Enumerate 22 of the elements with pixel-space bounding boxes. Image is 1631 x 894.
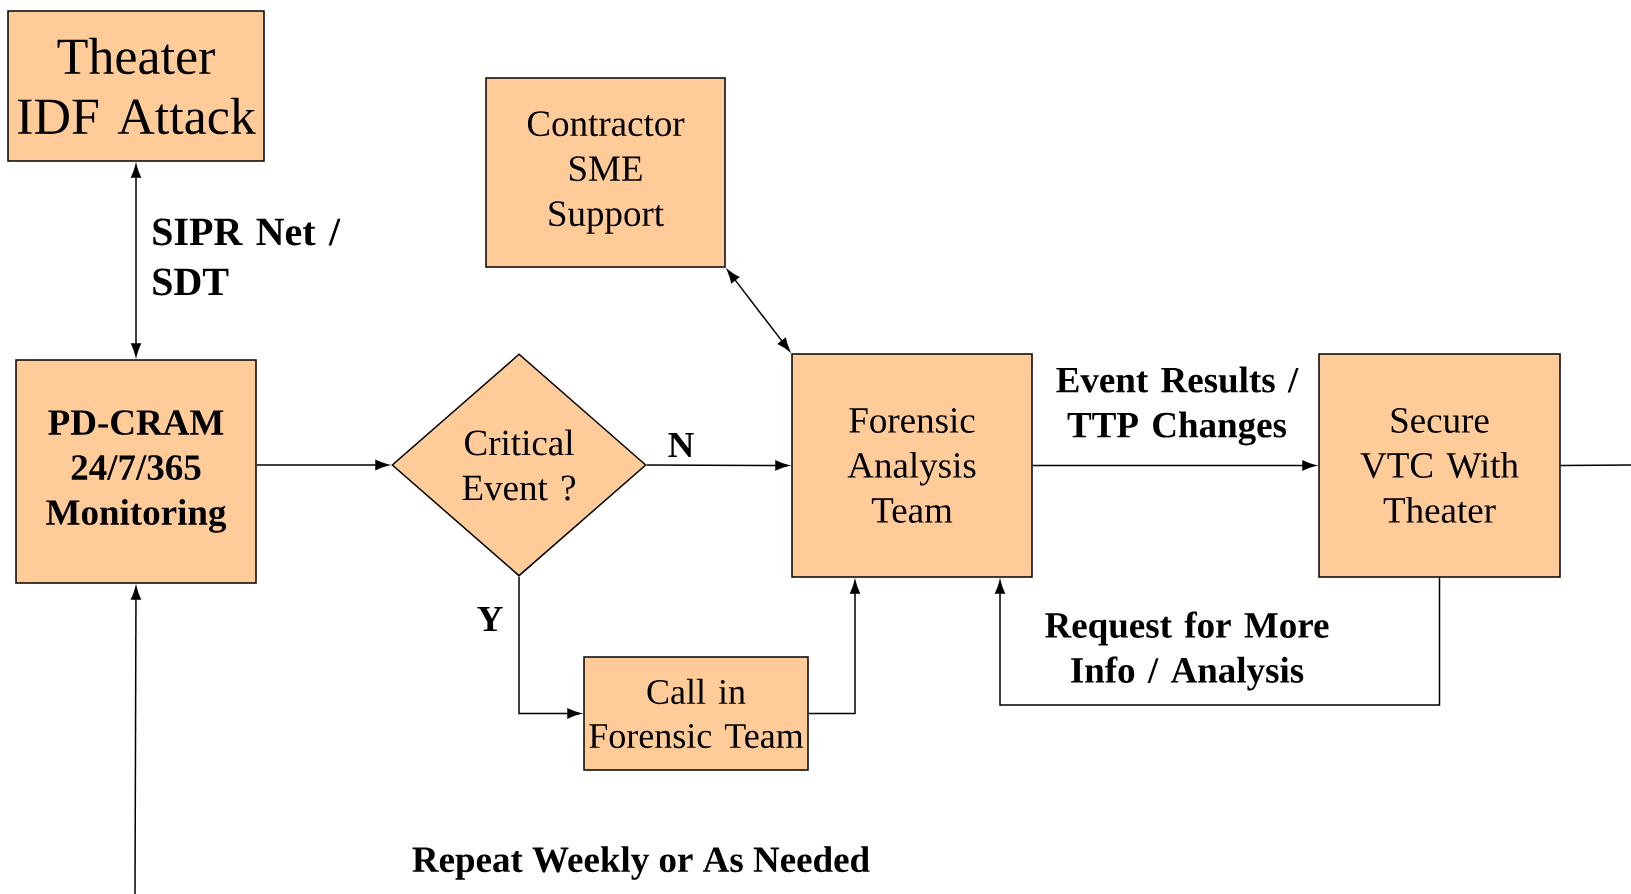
- arrow: [808, 580, 860, 715]
- arrow: [727, 269, 790, 352]
- arrow: [646, 460, 789, 471]
- process-box: Contractor SME Support: [485, 77, 726, 268]
- note-text: Repeat Weekly or As Needed: [412, 846, 870, 880]
- process-box: Theater IDF Attack: [7, 10, 265, 162]
- arrow: [256, 460, 389, 470]
- arrow: [995, 577, 1441, 706]
- arrow: [131, 164, 141, 357]
- process-box: Forensic Analysis Team: [791, 353, 1033, 578]
- process-box: PD-CRAM 24/7/365 Monitoring: [15, 359, 257, 584]
- connector-line: [1560, 464, 1631, 467]
- edge-label: Y: [474, 604, 506, 634]
- arrow: [130, 586, 141, 894]
- arrow: [1032, 460, 1316, 471]
- edge-label: Request for More Info / Analysis: [1040, 609, 1334, 693]
- process-box: Call in Forensic Team: [583, 656, 809, 771]
- process-box: Secure VTC With Theater: [1318, 353, 1561, 578]
- edge-label: N: [665, 430, 697, 460]
- edge-label: SIPR Net / SDT: [149, 216, 354, 298]
- arrow: [518, 576, 581, 719]
- edge-label: Event Results / TTP Changes: [1044, 364, 1310, 448]
